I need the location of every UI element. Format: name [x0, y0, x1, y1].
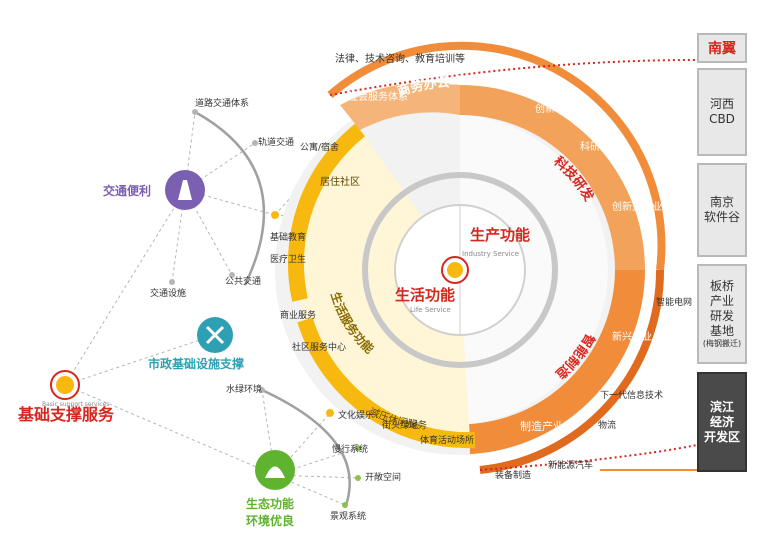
- production-sector: [460, 115, 608, 424]
- wing-item-banqiao: 板桥 产业 研发 基地 (梅钢搬迁): [697, 264, 747, 364]
- life-item-1: 公寓/宿舍: [300, 141, 339, 153]
- eco-item-0: 水绿环境: [226, 383, 262, 395]
- production-en: Industry Service: [462, 250, 519, 258]
- life-center-title: 生活功能: [395, 286, 455, 304]
- mfg-band: [469, 270, 645, 454]
- tech-band: [460, 85, 645, 270]
- traffic-item-3: 公共交通: [225, 275, 261, 287]
- business-item-0: 社会服务体系: [348, 90, 408, 103]
- wing-link-top: [329, 59, 698, 96]
- leisure-item-1: 街头绿地: [382, 419, 418, 431]
- mfg-item-5: 装备制造: [495, 469, 531, 481]
- life-item-3: 医疗卫生: [270, 253, 306, 265]
- traffic-item-1: 轨道交通: [258, 136, 294, 148]
- mfg-item-0: 制造产业: [520, 419, 564, 433]
- life-item-2: 基础教育: [270, 231, 306, 243]
- business-top-note: 法律、技术咨询、教育培训等: [335, 52, 465, 65]
- eco-item-3: 景观系统: [330, 510, 366, 522]
- life-item-4: 商业服务: [280, 309, 316, 321]
- mfg-item-3: 智能电网: [656, 296, 692, 308]
- mfg-outer-arc: [479, 269, 665, 474]
- municipal-title: 市政基础设施支撑: [148, 356, 244, 371]
- eco-title-1: 生态功能: [246, 496, 294, 511]
- traffic-arc: [194, 110, 266, 286]
- wing-item-software: 南京软件谷: [697, 163, 747, 257]
- mfg-item-4: 物流: [598, 419, 616, 431]
- production-title: 生产功能: [470, 226, 530, 244]
- basic-icon: [56, 376, 74, 394]
- eco-item-1: 慢行系统: [332, 443, 368, 455]
- node-dots: [169, 109, 361, 508]
- center-dot: [447, 262, 463, 278]
- leaf-glyph: [265, 466, 285, 478]
- leisure-item-0: 文化娱乐: [338, 409, 374, 421]
- business-outer-arc: [327, 41, 666, 271]
- traffic-item-0: 道路交通体系: [195, 97, 249, 109]
- wing-item-binjiang: 滨江 经济 开发区: [697, 372, 747, 472]
- eco-arc: [261, 388, 351, 509]
- life-en: Life Service: [410, 306, 451, 314]
- leisure-item-2: 体育活动场所: [420, 434, 474, 446]
- business-item-1: 金融服务平台: [448, 74, 508, 87]
- life-item-5: 社区服务中心: [292, 341, 346, 353]
- mfg-item-1: 新兴产业: [612, 330, 652, 343]
- eco-title-2: 环境优良: [246, 513, 294, 528]
- south-wing-title: 南翼: [697, 33, 747, 63]
- basic-en: Basic support services: [42, 401, 109, 408]
- leisure-band: [297, 317, 476, 449]
- tech-item-0: 创新平台: [535, 102, 575, 115]
- tech-item-1: 科研机构: [580, 140, 620, 153]
- basic-title: 基础支撑服务: [17, 405, 115, 424]
- traffic-item-2: 交通设施: [150, 287, 186, 299]
- mfg-item-2: 下一代信息技术: [600, 389, 663, 401]
- road-glyph: [178, 180, 192, 200]
- tech-item-2: 创新型企业: [612, 200, 662, 213]
- life-band: [287, 123, 366, 302]
- business-band: [340, 82, 460, 130]
- eco-item-2: 开敞空间: [365, 471, 401, 483]
- mfg-item-6: 新能源汽车: [548, 459, 593, 471]
- life-item-0: 居住社区: [320, 175, 360, 188]
- inner-grey-ring: [362, 172, 558, 368]
- life-sector: [295, 130, 470, 441]
- arrows-glyph: [205, 325, 225, 345]
- traffic-title: 交通便利: [103, 183, 151, 198]
